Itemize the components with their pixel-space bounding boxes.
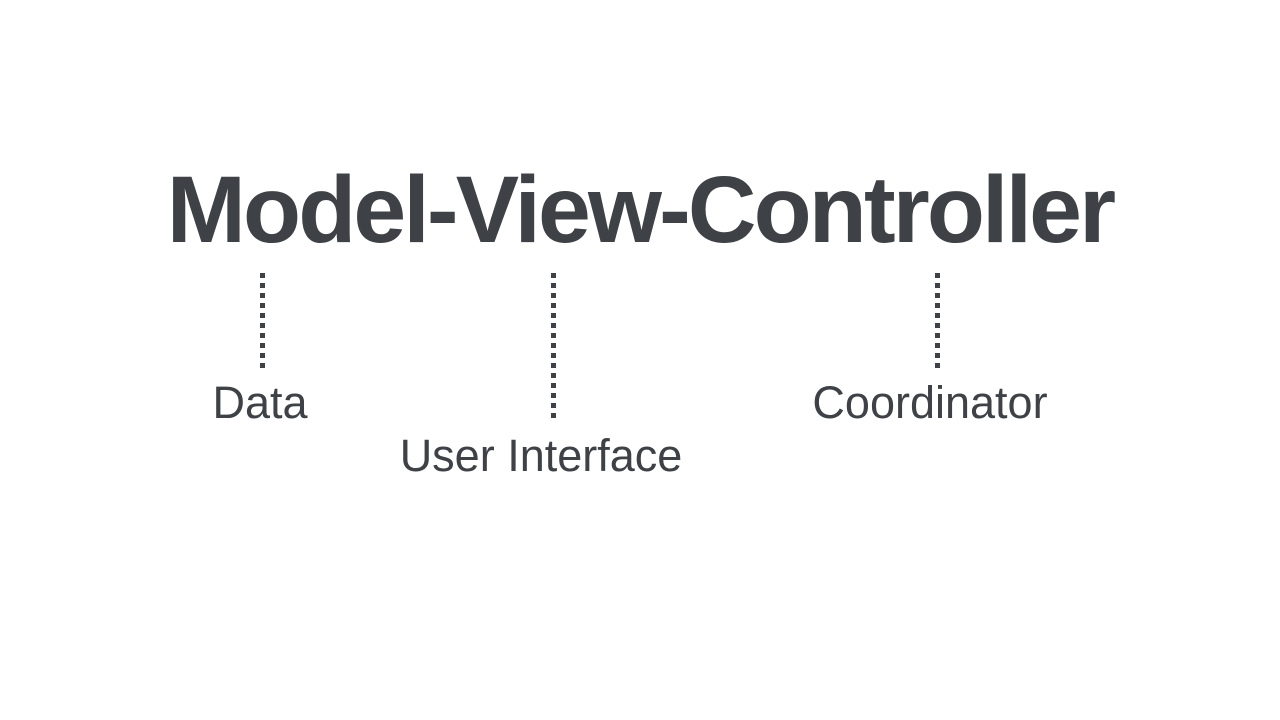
slide-title: Model-View-Controller bbox=[166, 157, 1116, 263]
dotted-connector-view bbox=[551, 273, 556, 420]
dotted-connector-controller bbox=[935, 273, 940, 370]
dotted-connector-model bbox=[260, 273, 265, 371]
annotation-label-view-user-interface: User Interface bbox=[399, 430, 683, 481]
annotation-label-controller-coordinator: Coordinator bbox=[812, 377, 1048, 428]
annotation-label-model-data: Data bbox=[212, 377, 308, 428]
